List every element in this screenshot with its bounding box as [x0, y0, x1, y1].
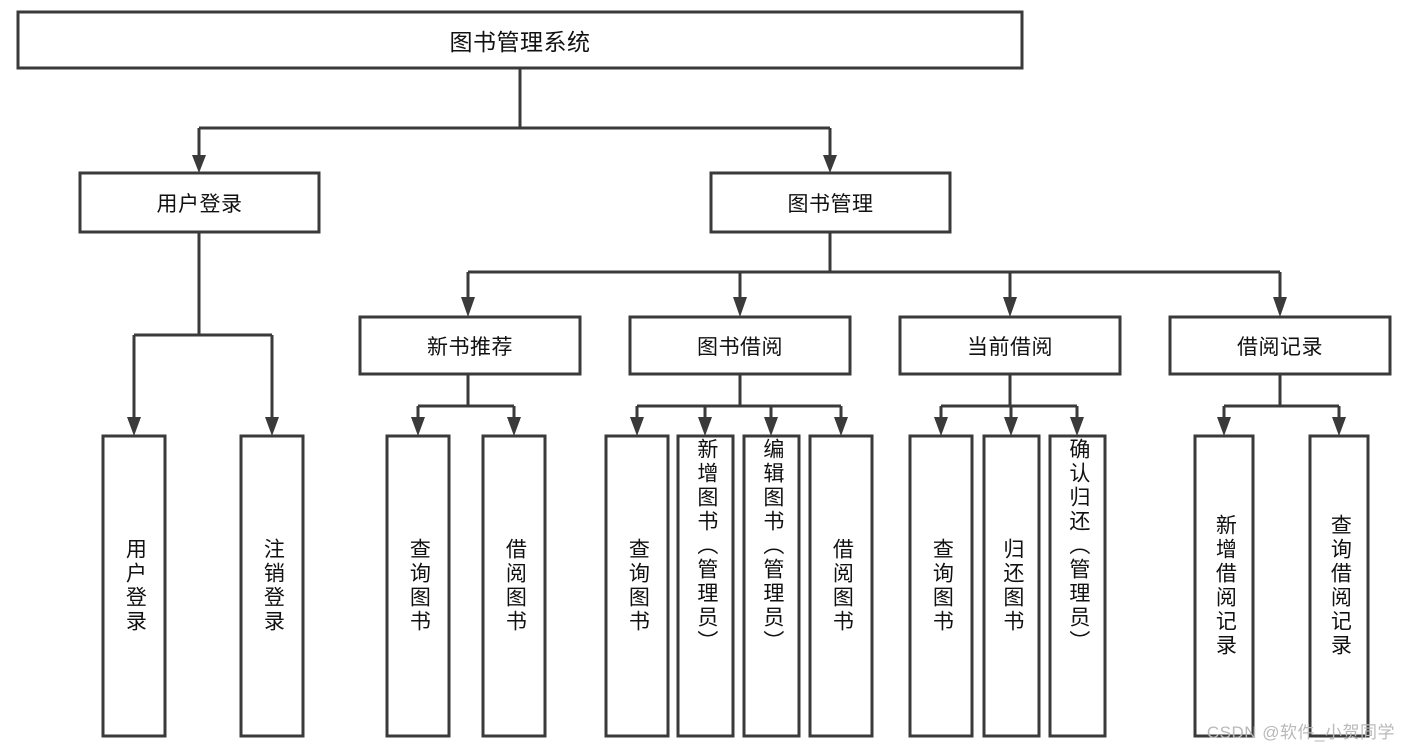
node-box-leaf-add-book-admin[interactable] [676, 434, 735, 738]
connector-userlogin-to-leaves [127, 232, 279, 436]
node-box-leaf-borrow-book-recommend[interactable] [481, 434, 547, 738]
node-box-leaf-add-borrow-record[interactable] [1193, 434, 1255, 738]
node-box-leaf-edit-book-admin[interactable] [742, 434, 801, 738]
csdn-watermark: CSDN @软件_小贺同学 [1206, 723, 1395, 742]
node-box-book-borrow[interactable] [628, 315, 852, 376]
connector-currentborrow-to-leaves [934, 374, 1084, 436]
node-box-leaf-borrow-book[interactable] [808, 434, 874, 738]
node-box-borrow-record[interactable] [1168, 315, 1392, 376]
node-box-leaf-return-book[interactable] [982, 434, 1041, 738]
node-box-leaf-query-book-borrow[interactable] [604, 434, 670, 738]
node-box-leaf-logout-login[interactable] [239, 434, 305, 738]
node-box-current-borrow[interactable] [898, 315, 1122, 376]
node-box-leaf-query-book-current[interactable] [908, 434, 974, 738]
connector-newbook-to-leaves [411, 374, 521, 436]
node-box-leaf-confirm-return-admin[interactable] [1048, 434, 1107, 738]
node-box-leaf-user-login[interactable] [101, 434, 167, 738]
connector-bookmanagement-to-level2 [461, 232, 1287, 317]
connector-root-to-level1 [192, 68, 837, 173]
connector-bookborrow-to-leaves [630, 374, 848, 436]
node-box-leaf-query-borrow-record[interactable] [1308, 434, 1370, 738]
node-box-new-book-recommend[interactable] [358, 315, 582, 376]
connector-borrowrecord-to-leaves [1217, 374, 1346, 436]
node-box-root[interactable] [16, 10, 1024, 70]
node-box-user-login[interactable] [78, 171, 321, 234]
node-box-book-management[interactable] [709, 171, 952, 234]
node-box-leaf-query-book-recommend[interactable] [385, 434, 451, 738]
